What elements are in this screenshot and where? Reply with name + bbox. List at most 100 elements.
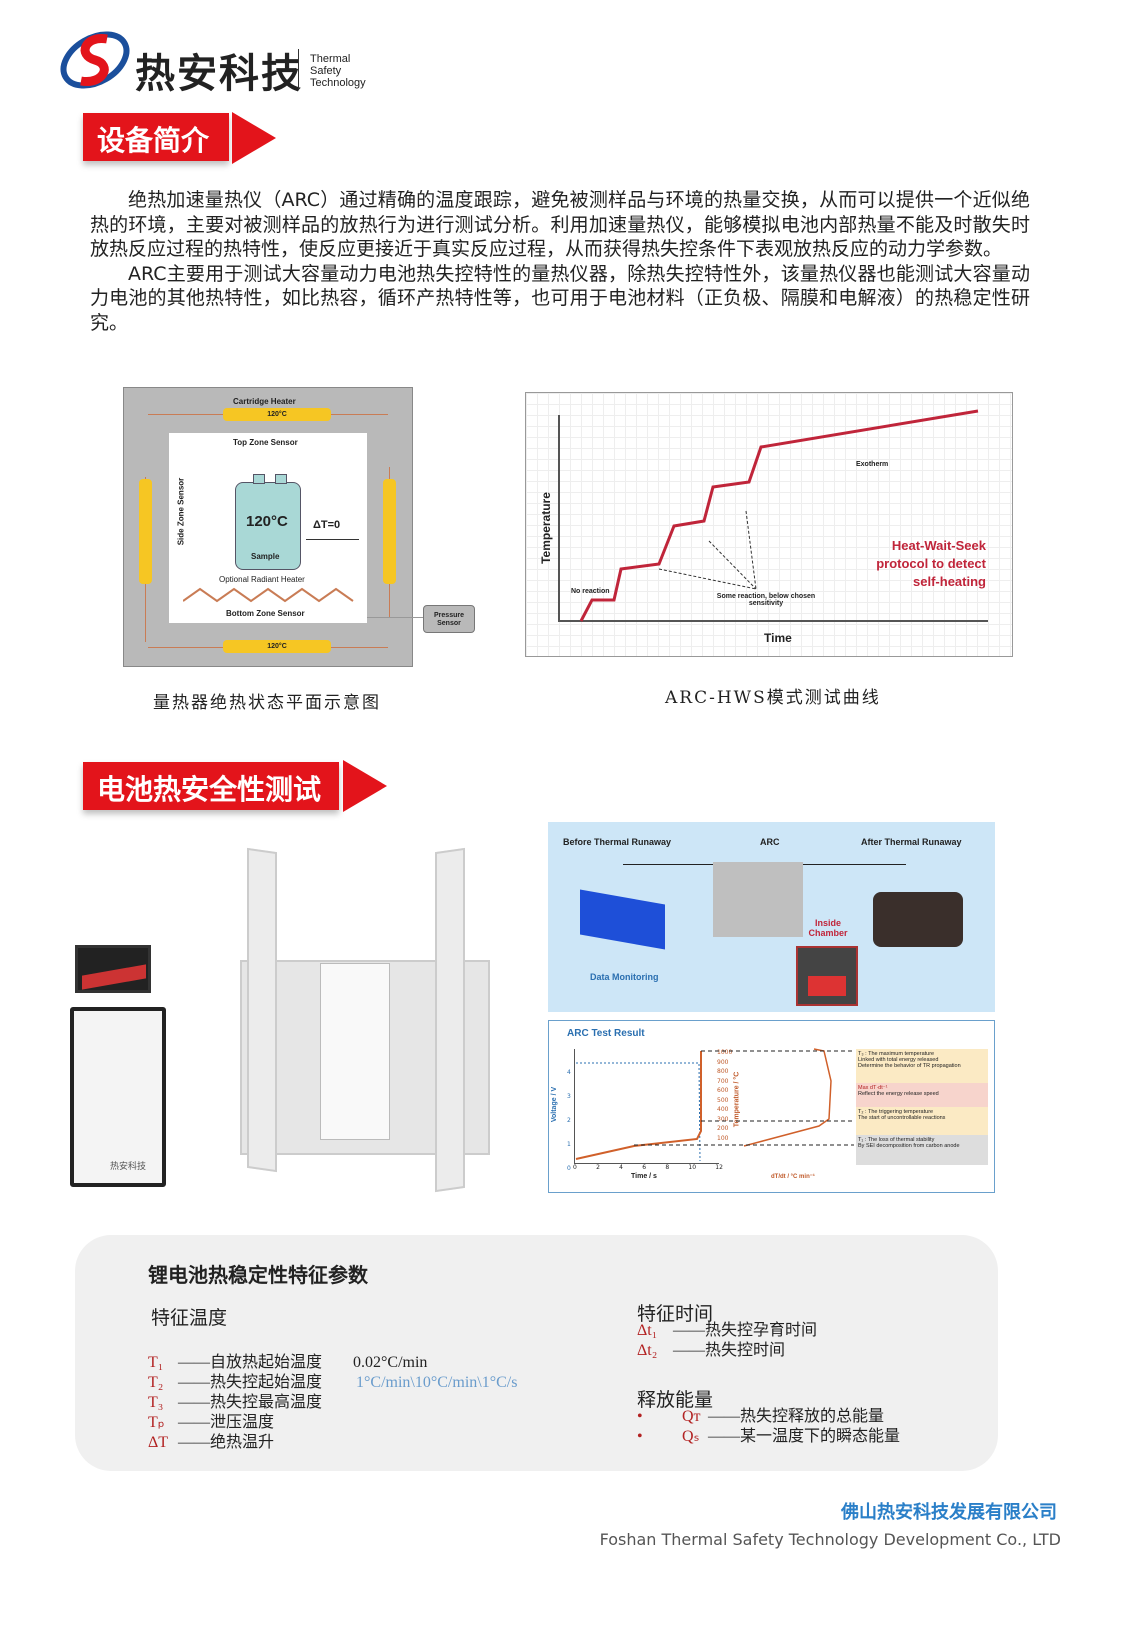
tick: 1000: [717, 1049, 733, 1056]
tick: 400: [717, 1106, 729, 1113]
pressure-sensor: Pressure Sensor: [423, 605, 475, 633]
top-zone-sensor-label: Top Zone Sensor: [233, 438, 298, 447]
desc: ——热失控最高温度: [178, 1394, 323, 1411]
symbol: T₁: [148, 1354, 164, 1371]
hws-caption: ARC-HWS模式测试曲线: [665, 688, 881, 708]
no-reaction-label: No reaction: [571, 588, 610, 595]
protocol-line-1: Heat-Wait-Seek: [891, 538, 986, 553]
tick: 0: [567, 1165, 571, 1172]
symbol: Δt₁: [637, 1322, 658, 1339]
section-banner-safety: 电池热安全性测试: [83, 762, 339, 810]
tick: 3: [567, 1093, 571, 1100]
time-row: Δt₁——热失控孕育时间: [637, 1321, 817, 1341]
tick: 4: [619, 1164, 623, 1171]
symbol: Tₚ: [148, 1414, 165, 1431]
desc: ——热失控时间: [673, 1342, 786, 1359]
heater-left: [139, 479, 152, 584]
volt-ticks: 0 1 2 3 4: [567, 1061, 571, 1181]
tick: 4: [567, 1069, 571, 1076]
tick: 10: [688, 1164, 697, 1171]
intro-paragraph-1: 绝热加速量热仪（ARC）通过精确的温度跟踪，避免被测样品与环境的热量交换，从而可…: [90, 189, 1030, 260]
temp-row: T₃ ——热失控最高温度: [148, 1393, 517, 1413]
dtdt-axis-label: dT/dt / °C min⁻¹: [771, 1174, 815, 1180]
result-title: ARC Test Result: [567, 1028, 645, 1039]
note-item: Linked with total energy released: [858, 1057, 939, 1063]
before-label: Before Thermal Runaway: [563, 837, 672, 847]
footer-company-en: Foshan Thermal Safety Technology Develop…: [599, 1530, 1061, 1549]
symbol: Qᴛ: [682, 1408, 701, 1425]
exotherm-label: Exotherm: [856, 461, 889, 468]
note-title: T₂ : The triggering temperature: [858, 1109, 934, 1115]
battery-before: [580, 889, 665, 950]
tick: 700: [717, 1077, 729, 1085]
cartridge-heater-label: Cartridge Heater: [233, 397, 296, 406]
banner-arrow-icon: [232, 112, 276, 164]
monitor: [75, 945, 151, 993]
note-title: Max dT·dt⁻¹: [858, 1085, 888, 1091]
footer-company-cn: 佛山热安科技发展有限公司: [841, 1502, 1057, 1523]
hws-chart: Temperature Time No reaction Some reacti…: [525, 392, 1013, 657]
tick: 1: [567, 1141, 571, 1148]
time-list: Δt₁——热失控孕育时间 Δt₂——热失控时间: [637, 1321, 817, 1361]
diagram-caption: 量热器绝热状态平面示意图: [153, 693, 381, 713]
tick: 0: [573, 1164, 577, 1171]
result-curves: [575, 1048, 854, 1162]
tick: 800: [717, 1068, 729, 1075]
bottom-zone-sensor-label: Bottom Zone Sensor: [226, 609, 305, 618]
logo-en-3: Technology: [310, 77, 366, 89]
energy-list: •Qᴛ——热失控释放的总能量 •Qₛ——某一温度下的瞬态能量: [637, 1407, 900, 1447]
symbol: T₃: [148, 1394, 164, 1411]
energy-row: •Qᴛ——热失控释放的总能量: [637, 1408, 885, 1425]
hws-curve: [579, 409, 979, 622]
logo-en-1: Thermal: [310, 53, 351, 65]
tick: 600: [717, 1087, 729, 1094]
heater-right: [383, 479, 396, 584]
arc-test-result: ARC Test Result Voltage / V Time / s Tem…: [548, 1020, 995, 1193]
tick: 500: [717, 1096, 729, 1104]
rate: 0.02°C/min: [353, 1354, 428, 1371]
intro-paragraph-2: ARC主要用于测试大容量动力电池热失控特性的量热仪器，除热失控特性外，该量热仪器…: [90, 262, 1030, 334]
tick: 200: [717, 1125, 729, 1132]
tick: 2: [567, 1117, 571, 1124]
protocol-line-2: protocol to detect: [876, 556, 986, 571]
arc-machine: [713, 862, 803, 937]
arc-label: ARC: [760, 837, 780, 847]
some-reaction-label: Some reaction, below chosen sensitivity: [716, 593, 816, 607]
desc: ——热失控起始温度: [178, 1374, 323, 1391]
heater-bottom: 120°C: [223, 640, 331, 653]
note-title: T₃ : The maximum temperature: [858, 1051, 935, 1057]
radiant-heater-icon: [183, 587, 354, 603]
double-arrow-icon: [306, 539, 359, 540]
symbol: ΔT: [148, 1434, 169, 1451]
tick: 300: [717, 1115, 729, 1123]
tick: 2: [596, 1164, 600, 1171]
delta-t-label: ΔT=0: [313, 519, 341, 531]
sample-cell: [235, 482, 301, 570]
tick: 900: [717, 1058, 729, 1066]
intro-text: 绝热加速量热仪（ARC）通过精确的温度跟踪，避免被测样品与环境的热量交换，从而可…: [90, 188, 1030, 335]
energy-row: •Qₛ——某一温度下的瞬态能量: [637, 1428, 901, 1445]
tick: 6: [642, 1164, 647, 1171]
after-label: After Thermal Runaway: [861, 837, 962, 847]
protocol-text: Heat-Wait-Seek protocol to detect self-h…: [826, 537, 986, 591]
time-axis-label: Time / s: [631, 1173, 657, 1180]
time-heading: 特征时间: [637, 1303, 714, 1325]
temp-row: ΔT——绝热温升: [148, 1433, 517, 1453]
logo-cn: 热安科技: [135, 51, 303, 97]
chamber-door-left: [247, 847, 277, 1173]
x-axis-label: Time: [764, 631, 792, 645]
note-item: Determine the behavior of TR propagation: [858, 1063, 961, 1069]
calorimeter-diagram: Cartridge Heater 120°C 120°C Top Zone Se…: [123, 387, 478, 669]
symbol: T₂: [148, 1374, 164, 1391]
desc: ——自放热起始温度: [178, 1354, 323, 1371]
logo-en-2: Safety: [310, 65, 342, 77]
temp-row: T₁ ——自放热起始温度 0.02°C/min: [148, 1353, 517, 1373]
logo-mark-icon: [60, 31, 130, 89]
